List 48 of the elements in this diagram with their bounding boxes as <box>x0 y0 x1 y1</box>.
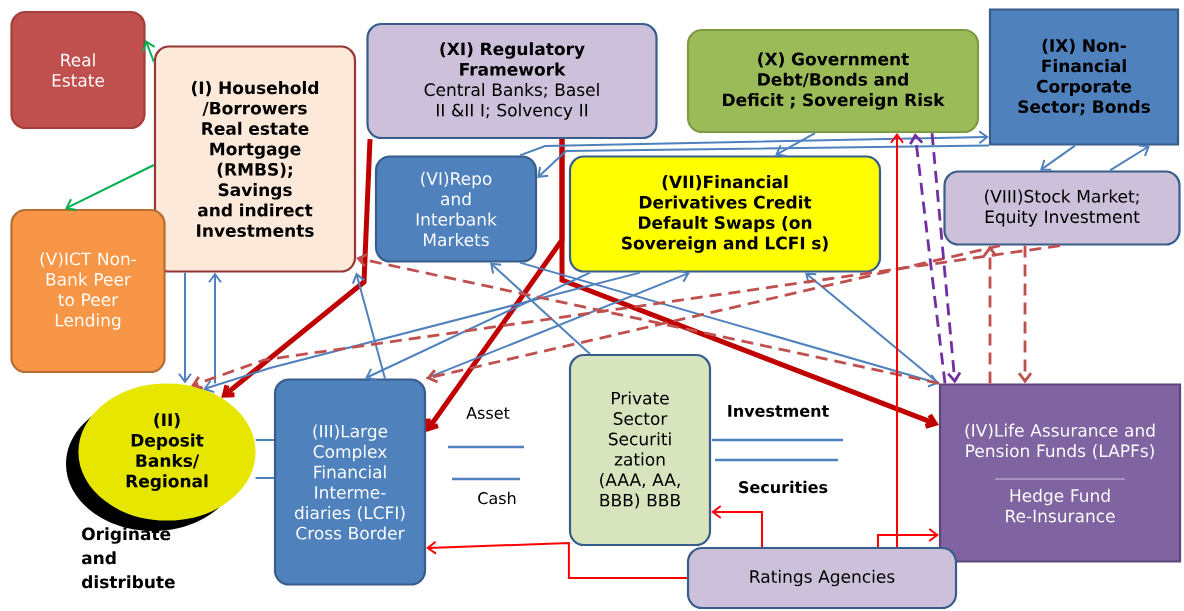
process-box: (X) Government Debt/Bonds and Deficit ; Sovereign Risk <box>686 28 980 134</box>
arrow <box>775 132 816 157</box>
arrow <box>65 164 155 211</box>
arrow <box>425 269 690 380</box>
arrow <box>711 505 763 548</box>
arrow <box>365 271 591 381</box>
process-box: (I) Household /Borrowers Real estate Mortgage (RMBS); Savings and indirect Investments <box>153 45 357 273</box>
arrow <box>890 133 904 548</box>
process-box: Real Estate <box>10 10 146 130</box>
dashed-arrow <box>356 253 940 385</box>
arrow <box>537 144 990 178</box>
connector-line <box>254 477 275 479</box>
arrow <box>519 261 939 388</box>
arrow <box>519 130 989 157</box>
arrow <box>178 271 192 384</box>
arrow <box>351 272 386 380</box>
dashed-arrow <box>1017 245 1033 384</box>
dashed-arrow <box>982 245 998 384</box>
dashed-arrow <box>426 244 1001 384</box>
process-box: Ratings Agencies <box>686 546 958 610</box>
process-box: (V)ICT Non-Bank Peer to Peer Lending <box>10 208 166 374</box>
arrow <box>1040 144 1076 171</box>
dashed-arrow <box>909 133 947 384</box>
process-box: (IX) Non-Financial Corporate Sector; Bonds <box>988 8 1180 146</box>
arrow <box>1109 144 1150 172</box>
arrow <box>142 40 156 63</box>
dashed-arrow <box>930 133 962 384</box>
dashed-arrow <box>191 244 1061 390</box>
arrow <box>203 271 641 394</box>
connector-line <box>254 439 275 441</box>
process-box: Private Sector Securiti zation (AAA, AA, BBB) BBB <box>568 353 712 547</box>
process-box: (IV)Life Assurance and Pension Funds (LAPFs) Hedge Fund Re-Insurance <box>938 383 1182 563</box>
process-box: (XI) Regulatory Framework Central Banks; Basel II &II I; Solvency II <box>366 22 658 140</box>
text-label: Securities <box>739 480 828 494</box>
process-box: (VI)Repo and Interbank Markets <box>374 155 538 263</box>
arrow <box>425 139 565 432</box>
arrow <box>805 272 940 385</box>
arrow <box>877 528 939 548</box>
arrow <box>208 272 222 385</box>
text-label: Asset <box>466 407 510 419</box>
arrow <box>490 262 591 355</box>
process-box: (VIII)Stock Market; Equity Investment <box>943 170 1181 246</box>
process-box: (VII)Financial Derivatives Credit Default Swaps (on Sovereign and LCFI s) <box>568 155 882 273</box>
arrow <box>221 139 373 398</box>
text-label: Cash <box>478 491 516 505</box>
process-box: (III)Large Complex Financial Interme- diaries (LCFI) Cross Border <box>273 378 427 586</box>
text-label: Investment <box>728 405 829 417</box>
arrow <box>426 540 688 579</box>
